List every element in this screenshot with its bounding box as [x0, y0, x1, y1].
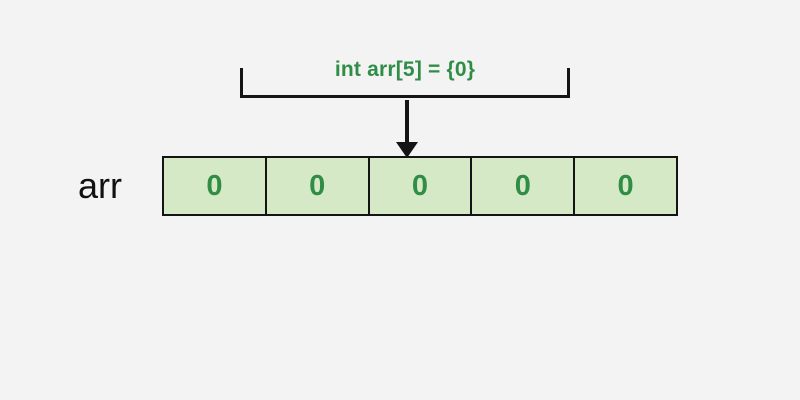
cell-value: 0 [514, 169, 531, 202]
cell-value: 0 [206, 169, 223, 202]
array-cells: 0 0 0 0 0 [162, 156, 678, 216]
declaration-label: int arr[5] = {0} [334, 58, 476, 81]
arrow-shaft [405, 100, 409, 144]
array-cell: 0 [266, 158, 370, 214]
array-cell: 0 [472, 158, 576, 214]
arrow-down-icon [396, 142, 418, 158]
cell-value: 0 [617, 169, 634, 202]
array-cell: 0 [164, 158, 267, 214]
declaration-bracket: int arr[5] = {0} [240, 58, 570, 98]
array-name-label: arr [78, 165, 122, 206]
cell-value: 0 [411, 169, 429, 202]
array-cell: 0 [575, 158, 676, 214]
cell-value: 0 [309, 169, 326, 202]
array-cell: 0 [369, 158, 473, 214]
